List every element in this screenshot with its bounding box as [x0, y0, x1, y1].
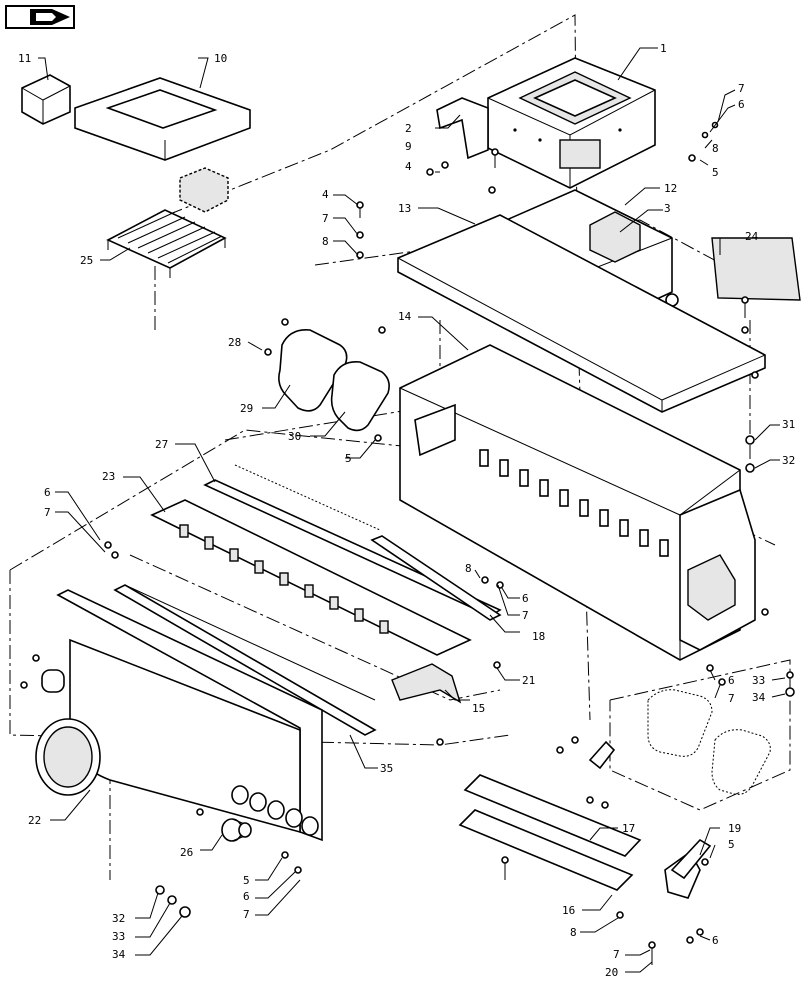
callout-7: 7: [44, 506, 51, 519]
outlet-tubes: [231, 785, 319, 836]
callout-33: 33: [752, 674, 765, 687]
callout-3: 3: [664, 202, 671, 215]
callout-6: 6: [243, 890, 250, 903]
part-18-slotted-strip: [370, 535, 502, 621]
callout-18: 18: [532, 630, 545, 643]
callout-7: 7: [613, 948, 620, 961]
part-16-plate: [458, 809, 634, 891]
callout-5: 5: [728, 838, 735, 851]
callout-34: 34: [752, 691, 766, 704]
callout-7: 7: [243, 908, 250, 921]
callout-15: 15: [472, 702, 485, 715]
part-25-grate: [106, 209, 227, 278]
callout-8: 8: [322, 235, 329, 248]
part-11-block: [21, 74, 229, 213]
callout-6: 6: [522, 592, 529, 605]
callout-5: 5: [345, 452, 352, 465]
part-19-latch: [588, 740, 712, 899]
callout-22: 22: [28, 814, 41, 827]
callout-12: 12: [664, 182, 677, 195]
part-13-lid-plate: [397, 214, 766, 413]
part-29-end-plate: [278, 328, 348, 412]
callout-7: 7: [522, 609, 529, 622]
callout-21: 21: [522, 674, 535, 687]
part-22-outlet-housing: [35, 589, 323, 842]
part-10-frame: [74, 77, 251, 161]
part-26-plug: [221, 818, 252, 842]
callout-9: 9: [405, 140, 412, 153]
part-35-long-plate: [113, 584, 377, 736]
callout-7: 7: [322, 212, 329, 225]
callout-33: 33: [112, 930, 125, 943]
leader-lines: [38, 47, 786, 973]
fasteners: [20, 121, 795, 965]
callout-34: 34: [112, 948, 126, 961]
book-arrow-icon[interactable]: [5, 5, 75, 29]
callout-1: 1: [660, 42, 667, 55]
callout-4: 4: [405, 160, 412, 173]
callout-4: 4: [322, 188, 329, 201]
callout-7: 7: [728, 692, 735, 705]
callout-8: 8: [570, 926, 577, 939]
callout-26: 26: [180, 846, 193, 859]
callout-labels: 1 2 4 4 5 5 5 5 6 6 6 6 6 6 7 7 7 7 7 7 …: [18, 42, 795, 979]
callout-10: 10: [214, 52, 227, 65]
callout-32: 32: [782, 454, 795, 467]
callout-6: 6: [712, 934, 719, 947]
callout-30: 30: [288, 430, 301, 443]
trough-slots: [479, 449, 669, 557]
callout-35: 35: [380, 762, 393, 775]
callout-2: 2: [405, 122, 412, 135]
callout-11: 11: [18, 52, 31, 65]
callout-13: 13: [398, 202, 411, 215]
callout-20: 20: [605, 966, 618, 979]
part-27-strip: [203, 464, 502, 617]
callout-25: 25: [80, 254, 93, 267]
part-1-hopper-box: [487, 57, 656, 189]
callout-6: 6: [738, 98, 745, 111]
part-2-bracket: [436, 97, 489, 160]
callout-16: 16: [562, 904, 575, 917]
gasket-plates: [647, 689, 771, 795]
part-15-wedge: [391, 663, 462, 704]
callout-5: 5: [243, 874, 250, 887]
callout-32: 32: [112, 912, 125, 925]
callout-6: 6: [44, 486, 51, 499]
callout-8: 8: [465, 562, 472, 575]
callout-27: 27: [155, 438, 168, 451]
callout-8: 8: [712, 142, 719, 155]
part-14-trough: [399, 344, 756, 661]
part-24-label: [711, 237, 801, 301]
metering-cups: [179, 524, 389, 634]
callout-24: 24: [745, 230, 759, 243]
callout-31: 31: [782, 418, 795, 431]
callout-29: 29: [240, 402, 253, 415]
callout-5: 5: [712, 166, 719, 179]
part-23-metering-plate: [150, 499, 472, 656]
part-17-plate: [463, 774, 642, 857]
callout-7: 7: [738, 82, 745, 95]
callout-28: 28: [228, 336, 241, 349]
callout-6: 6: [728, 674, 735, 687]
callout-23: 23: [102, 470, 115, 483]
callout-19: 19: [728, 822, 741, 835]
part-30-end-plate: [330, 360, 390, 432]
callout-14: 14: [398, 310, 412, 323]
callout-17: 17: [622, 822, 635, 835]
